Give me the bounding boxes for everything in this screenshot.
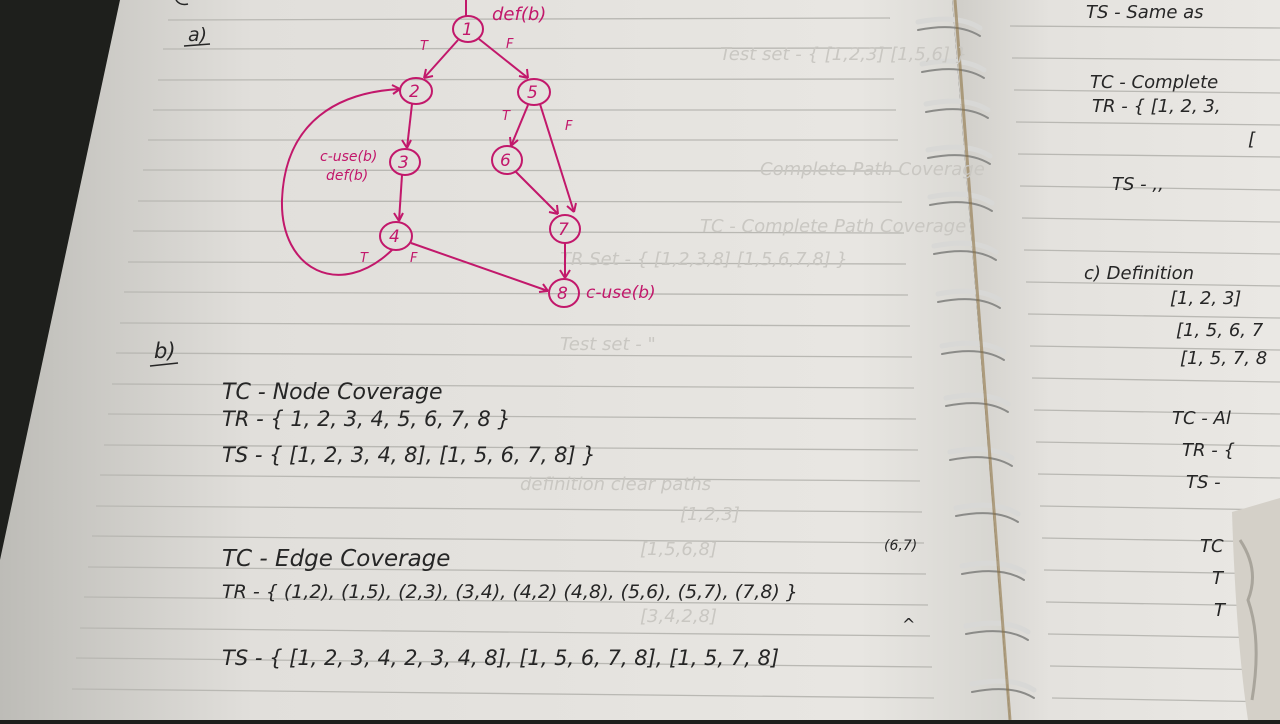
page-spine bbox=[953, 0, 1012, 721]
node-3-label: 3 bbox=[398, 153, 409, 173]
annotation-top-def: def(b) bbox=[492, 4, 546, 25]
annotation-node8-cuse: c-use(b) bbox=[586, 283, 656, 303]
node-2-label: 2 bbox=[409, 82, 420, 102]
right-line-8: [1, 5, 6, 7 bbox=[1176, 320, 1264, 341]
edge-label-1-2: T bbox=[420, 39, 429, 54]
right-line-14: T bbox=[1212, 568, 1225, 589]
edge-coverage-caret: ^ bbox=[902, 615, 915, 634]
node-2-circle bbox=[399, 77, 433, 105]
right-line-2: TC - Complete bbox=[1090, 72, 1218, 93]
edge-coverage-ts: TS - { [1, 2, 3, 4, 2, 3, 4, 8], [1, 5, … bbox=[222, 646, 779, 670]
edge-label-4-2: T bbox=[360, 251, 369, 266]
right-line-7: [1, 2, 3] bbox=[1170, 288, 1241, 309]
edge-label-5-7: F bbox=[565, 119, 573, 134]
node-8-circle bbox=[548, 278, 580, 308]
right-line-1: TS - Same as bbox=[1086, 2, 1204, 23]
node-6-circle bbox=[491, 145, 523, 175]
right-line-15: T bbox=[1214, 600, 1227, 621]
bleed-through: Test set - { [1,2,3] [1,5,6] } Complete … bbox=[520, 44, 985, 627]
edge-coverage-insert: (6,7) bbox=[884, 538, 917, 554]
svg-text:[1,5,6,8]: [1,5,6,8] bbox=[640, 539, 717, 560]
node-5-label: 5 bbox=[527, 83, 538, 103]
node-6-label: 6 bbox=[500, 151, 511, 171]
annotation-node3-cuse: c-use(b) bbox=[320, 149, 377, 165]
edge-label-4-8: F bbox=[410, 251, 418, 266]
right-line-9: [1, 5, 7, 8 bbox=[1180, 348, 1267, 369]
right-line-4: [ bbox=[1248, 129, 1256, 150]
right-line-13: TC bbox=[1200, 536, 1224, 557]
right-line-6: c) Definition bbox=[1084, 263, 1194, 284]
tissue bbox=[1232, 498, 1280, 720]
ruled-lines-right bbox=[1009, 25, 1280, 703]
right-line-5: TS - ,, bbox=[1112, 174, 1164, 195]
graph-labels: 1 2 3 4 5 6 7 8 T F T F T F def(b) c-use… bbox=[320, 4, 656, 304]
svg-text:Test set - { [1,2,3] [1,5,6] }: Test set - { [1,2,3] [1,5,6] } bbox=[720, 44, 967, 65]
ruled-lines-left bbox=[71, 17, 935, 699]
node-8-label: 8 bbox=[557, 284, 568, 304]
node-coverage-ts: TS - { [1, 2, 3, 4, 8], [1, 5, 6, 7, 8] … bbox=[222, 443, 596, 467]
edge-coverage-tr: TR - { (1,2), (1,5), (2,3), (3,4), (4,2)… bbox=[222, 581, 798, 603]
svg-text:TC - Complete Path Coverage: TC - Complete Path Coverage bbox=[700, 216, 966, 237]
node-5-circle bbox=[517, 78, 551, 106]
node-1-label: 1 bbox=[462, 20, 473, 40]
part-a-label: a) bbox=[188, 24, 207, 46]
node-4-circle bbox=[379, 221, 413, 251]
left-page-notes: a) b) TC - Node Coverage TR - { 1, 2, 3,… bbox=[149, 0, 917, 670]
right-line-11: TR - { bbox=[1182, 440, 1235, 461]
svg-text:[3,4,2,8]: [3,4,2,8] bbox=[640, 606, 717, 627]
edge-coverage-tc: TC - Edge Coverage bbox=[222, 546, 450, 572]
right-page-notes: TS - Same as TC - Complete TR - { [1, 2,… bbox=[1084, 2, 1267, 621]
annotation-node3-def: def(b) bbox=[326, 168, 368, 184]
part-b-label: b) bbox=[154, 339, 176, 363]
node-7-label: 7 bbox=[558, 220, 569, 240]
spiral-binding bbox=[915, 16, 1037, 699]
right-line-10: TC - Al bbox=[1172, 408, 1231, 429]
node-1-circle bbox=[452, 15, 484, 43]
right-line-3: TR - { [1, 2, 3, bbox=[1092, 96, 1221, 117]
svg-text:Complete Path Coverage: Complete Path Coverage bbox=[760, 159, 985, 180]
right-line-12: TS - bbox=[1186, 472, 1221, 493]
node-coverage-tc: TC - Node Coverage bbox=[222, 380, 443, 405]
edge-label-5-6: T bbox=[502, 109, 511, 124]
node-coverage-tr: TR - { 1, 2, 3, 4, 5, 6, 7, 8 } bbox=[222, 407, 511, 431]
svg-text:[1,2,3]: [1,2,3] bbox=[680, 504, 740, 525]
node-4-label: 4 bbox=[389, 227, 400, 247]
edge-label-1-5: F bbox=[506, 37, 514, 52]
control-flow-graph bbox=[280, 0, 581, 308]
left-page bbox=[0, 0, 1010, 720]
svg-text:TR Set - { [1,2,3,8] [1,5,6,7,: TR Set - { [1,2,3,8] [1,5,6,7,8] } bbox=[560, 249, 848, 270]
svg-text:Test set - ": Test set - " bbox=[560, 334, 656, 355]
node-3-circle bbox=[389, 148, 421, 176]
svg-text:definition clear paths: definition clear paths bbox=[520, 474, 711, 495]
